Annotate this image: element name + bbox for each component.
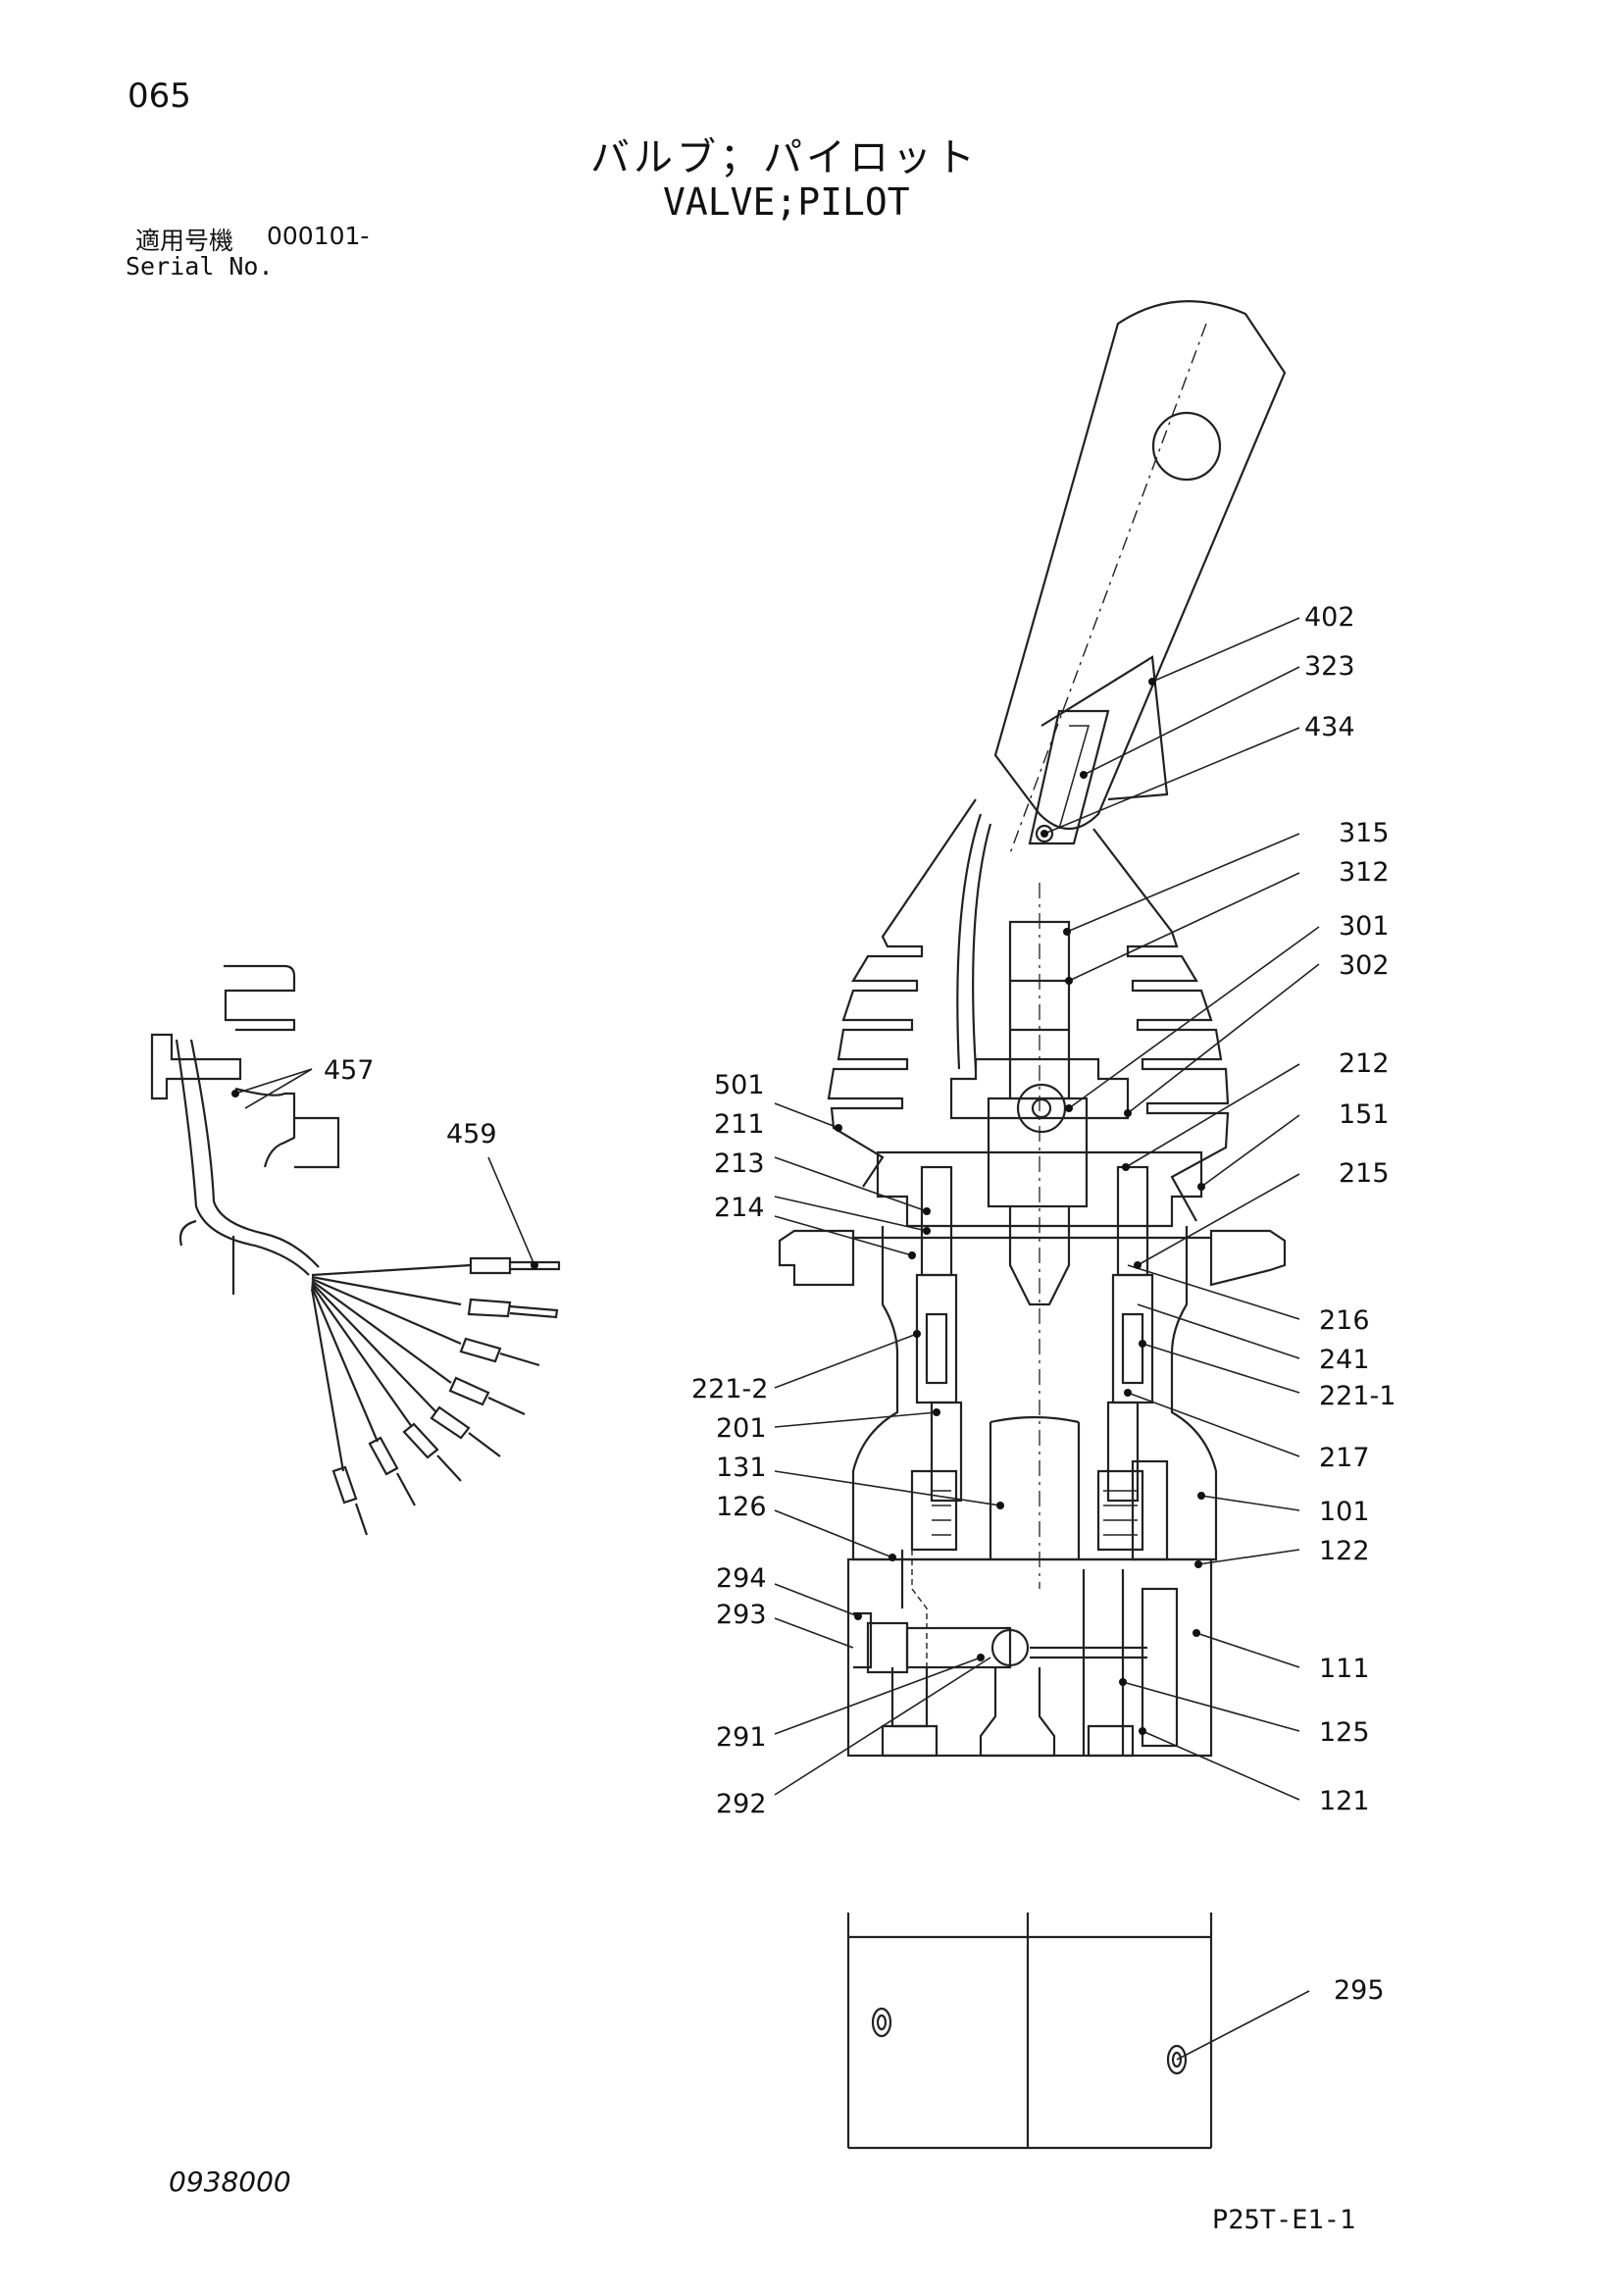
callout-121: 121 bbox=[1319, 1786, 1370, 1816]
callout-131: 131 bbox=[716, 1453, 767, 1483]
serial-number-value: 000101- bbox=[267, 222, 370, 250]
callout-216: 216 bbox=[1319, 1305, 1370, 1336]
callout-302: 302 bbox=[1339, 950, 1390, 981]
callout-292: 292 bbox=[716, 1789, 767, 1819]
callout-125: 125 bbox=[1319, 1717, 1370, 1748]
drawing-number: 0938000 bbox=[169, 2166, 291, 2198]
callout-201: 201 bbox=[716, 1413, 767, 1444]
harness-detail bbox=[150, 964, 561, 1536]
callout-294: 294 bbox=[716, 1563, 767, 1594]
callout-293: 293 bbox=[716, 1600, 767, 1630]
callout-217: 217 bbox=[1319, 1443, 1370, 1473]
callout-301: 301 bbox=[1339, 911, 1390, 942]
top-plate bbox=[778, 1150, 1287, 1287]
callout-211: 211 bbox=[714, 1109, 765, 1140]
callout-151: 151 bbox=[1339, 1099, 1390, 1130]
callout-122: 122 bbox=[1319, 1536, 1370, 1566]
rubber-boot bbox=[827, 798, 1230, 1222]
callout-101: 101 bbox=[1319, 1497, 1370, 1527]
callout-402: 402 bbox=[1304, 602, 1355, 633]
serial-label-japanese: 適用号機 bbox=[135, 227, 234, 255]
callout-315: 315 bbox=[1339, 818, 1390, 848]
callout-459: 459 bbox=[446, 1119, 497, 1149]
callout-111: 111 bbox=[1319, 1654, 1370, 1684]
bottom-view bbox=[846, 1913, 1213, 2150]
callout-312: 312 bbox=[1339, 857, 1390, 888]
callout-126: 126 bbox=[716, 1492, 767, 1522]
callout-291: 291 bbox=[716, 1722, 767, 1753]
rod-assembly bbox=[949, 883, 1130, 1589]
callout-501: 501 bbox=[714, 1070, 765, 1100]
lever-handle bbox=[993, 300, 1287, 854]
callout-241: 241 bbox=[1319, 1345, 1370, 1375]
callout-213: 213 bbox=[714, 1148, 765, 1179]
callout-214: 214 bbox=[714, 1193, 765, 1223]
callout-323: 323 bbox=[1304, 651, 1355, 682]
page-number: 065 bbox=[127, 77, 191, 116]
page-code: P25T-E1-1 bbox=[1212, 2205, 1356, 2235]
callout-221-1: 221-1 bbox=[1319, 1381, 1396, 1411]
leader-dots bbox=[231, 678, 1205, 1735]
title-japanese: バルブ；パイロット bbox=[590, 135, 979, 180]
callout-457: 457 bbox=[324, 1055, 375, 1086]
callout-295: 295 bbox=[1334, 1975, 1385, 2006]
title-english: VALVE;PILOT bbox=[663, 180, 910, 224]
callout-221-2: 221-2 bbox=[691, 1374, 768, 1404]
callout-434: 434 bbox=[1304, 712, 1355, 742]
callout-215: 215 bbox=[1339, 1158, 1390, 1189]
lower-body bbox=[846, 1530, 1213, 1758]
serial-label-english: Serial No. bbox=[126, 252, 274, 281]
leader-lines bbox=[234, 617, 1320, 2061]
callout-212: 212 bbox=[1339, 1048, 1390, 1079]
